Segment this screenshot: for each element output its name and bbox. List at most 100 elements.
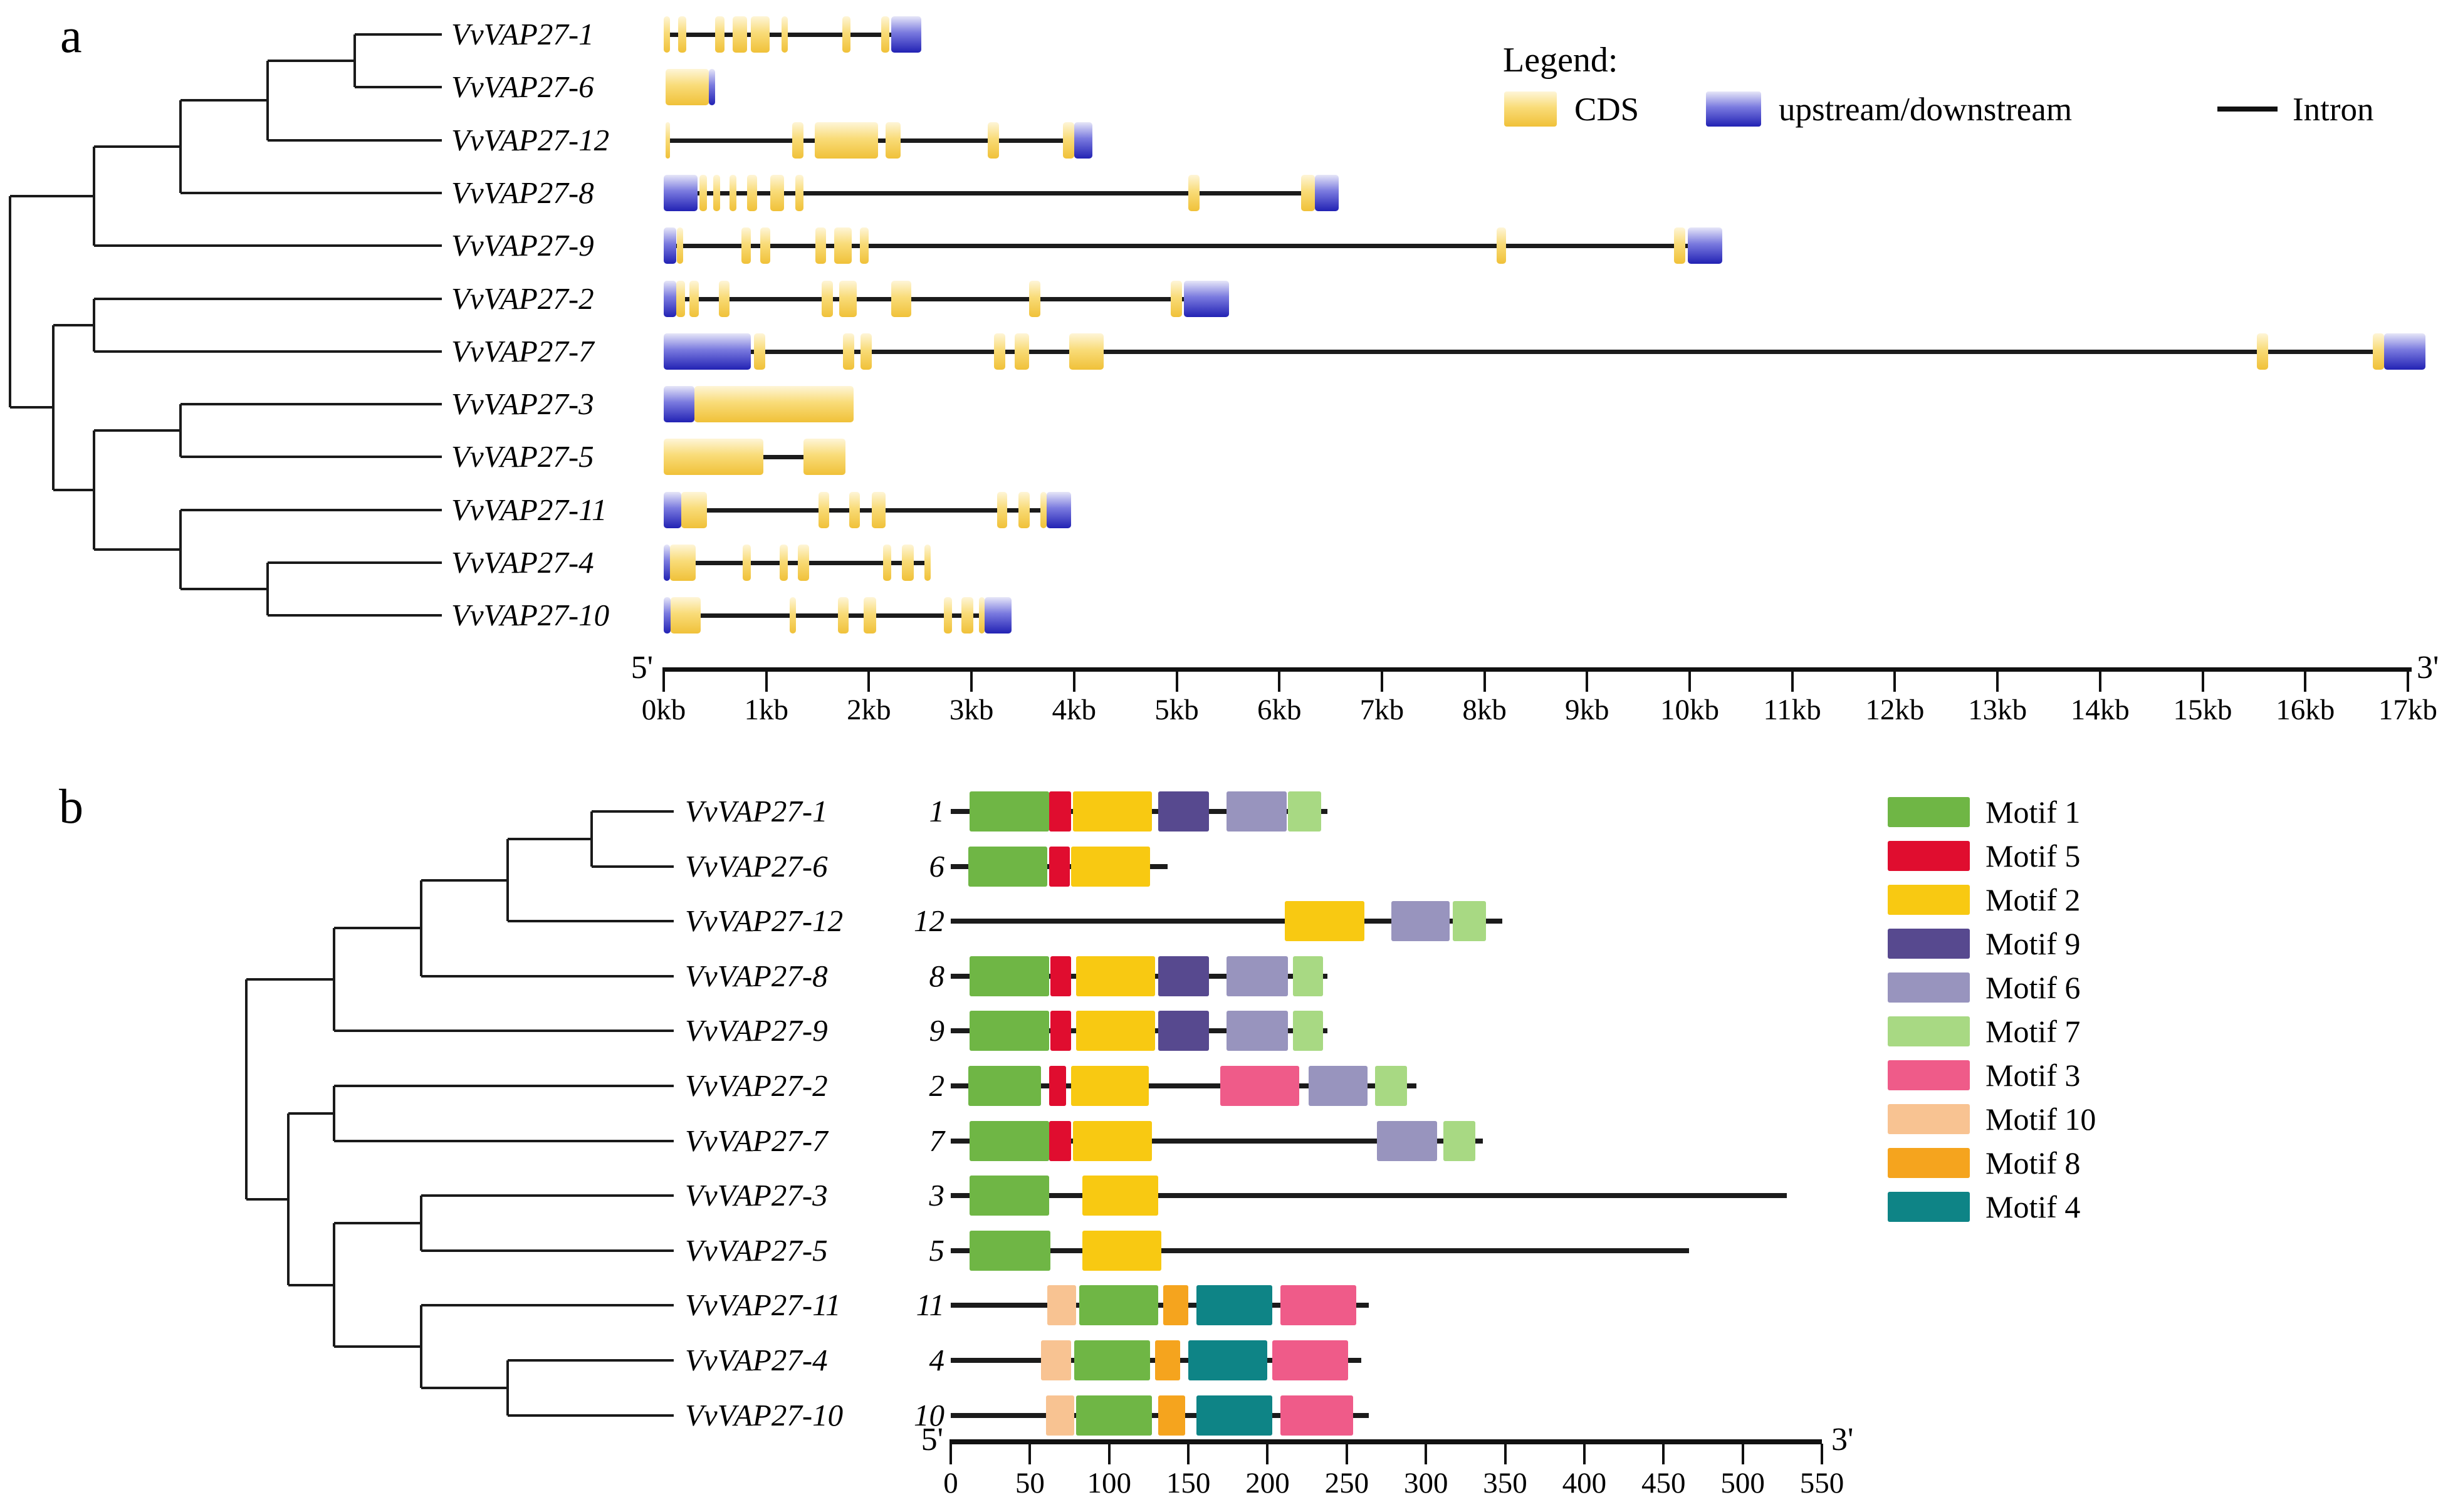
gene-name: VvVAP27-3 (451, 387, 594, 422)
tree-branch (421, 1249, 674, 1252)
axis-tick (867, 671, 871, 692)
cds-exon (2257, 333, 2269, 370)
tree-branch (180, 99, 268, 102)
legend-a-cds-label: CDS (1574, 91, 1640, 128)
protein-name: VvVAP27-12 (685, 904, 844, 939)
tree-branch (334, 1030, 674, 1033)
axis-tick-label: 8kb (1462, 694, 1507, 726)
legend-b-label: Motif 2 (1985, 882, 2081, 917)
cds-exon (770, 174, 784, 211)
motif-7 (1375, 1066, 1407, 1106)
tree-branch (94, 429, 180, 432)
legend-a-title: Legend: (1503, 41, 1618, 80)
intron-line (664, 244, 1723, 249)
motif-swatch-icon (1888, 841, 1970, 871)
legend-b-label: Motif 4 (1985, 1189, 2081, 1224)
motif-1 (970, 791, 1049, 832)
motif-2 (1075, 956, 1156, 996)
cds-swatch-icon (1504, 91, 1557, 127)
updown-region (1315, 174, 1339, 211)
gene-name: VvVAP27-11 (451, 492, 607, 527)
tree-branch (180, 588, 268, 591)
cds-exon (834, 227, 852, 264)
tree-branch (334, 1345, 421, 1348)
axis-tick-label: 300 (1403, 1467, 1448, 1499)
motif-1 (970, 1120, 1049, 1161)
axis-tick (2098, 671, 2101, 692)
protein-backbone (951, 1138, 1483, 1144)
tree-branch (179, 404, 182, 457)
motif-3 (1220, 1066, 1299, 1106)
cds-exon (864, 597, 876, 634)
cds-exon (901, 545, 914, 581)
cds-exon (754, 333, 766, 370)
tree-branch (421, 879, 508, 882)
motif-2 (1285, 901, 1364, 942)
cds-exon (790, 597, 797, 634)
cds-exon (1674, 227, 1686, 264)
axis-tick (970, 671, 973, 692)
updown-region (664, 333, 751, 370)
cds-exon (689, 280, 699, 317)
axis-tick-label: 2kb (847, 694, 891, 726)
intron-line (664, 296, 1229, 301)
gene-name: VvVAP27-5 (451, 439, 594, 474)
axis-tick-label: 150 (1166, 1467, 1211, 1499)
cds-exon (814, 122, 879, 159)
updown-swatch-icon (1706, 91, 1761, 127)
tree-branch (9, 196, 11, 408)
motif-swatch-icon (1888, 1192, 1970, 1222)
tree-branch (288, 1283, 334, 1286)
protein-number: 10 (914, 1397, 944, 1432)
updown-region (891, 16, 921, 53)
gene-name: VvVAP27-9 (451, 228, 594, 263)
protein-number: 12 (914, 904, 944, 939)
tree-branch (245, 979, 248, 1199)
cds-exon (822, 280, 834, 317)
axis-tick (1791, 671, 1794, 692)
axis-tick-label: 200 (1245, 1467, 1290, 1499)
three-prime-label: 3' (2417, 650, 2439, 686)
axis-tick (1741, 1444, 1744, 1464)
axis-tick-label: 3kb (949, 694, 994, 726)
axis-tick (1278, 671, 1281, 692)
intron-line (664, 190, 1339, 196)
motif-1 (970, 1011, 1049, 1051)
intron-line (666, 138, 1093, 143)
motif-3 (1280, 1285, 1356, 1326)
tree-branch (506, 1360, 509, 1416)
motif-8 (1158, 1395, 1186, 1436)
tree-branch (246, 1197, 288, 1201)
tree-branch (506, 838, 509, 922)
axis-tick-label: 11kb (1763, 694, 1821, 726)
protein-number: 5 (929, 1233, 945, 1268)
motif-swatch-icon (1888, 1016, 1970, 1046)
motif-7 (1292, 956, 1323, 996)
protein-number: 4 (929, 1343, 945, 1377)
protein-name: VvVAP27-7 (685, 1123, 828, 1158)
motif-10 (1041, 1340, 1072, 1380)
tree-branch (421, 1304, 674, 1307)
motif-2 (1082, 1230, 1162, 1271)
cds-exon (815, 227, 826, 264)
tree-branch (353, 34, 356, 88)
tree-branch (94, 244, 442, 248)
axis-tick-label: 15kb (2173, 694, 2232, 726)
tree-branch (508, 920, 674, 923)
axis-tick (2201, 671, 2204, 692)
tree-branch (420, 880, 422, 976)
axis-tick (2304, 671, 2307, 692)
tree-branch (355, 33, 442, 36)
axis-tick (1483, 671, 1486, 692)
cds-exon (943, 597, 952, 634)
legend-a-intron-label: Intron (2293, 91, 2374, 128)
cds-exon (839, 280, 857, 317)
axis-line (662, 667, 2412, 672)
axis-tick (1380, 671, 1383, 692)
protein-name: VvVAP27-2 (685, 1068, 828, 1103)
intron-line (664, 561, 931, 565)
tree-branch (10, 406, 53, 409)
axis-tick-label: 12kb (1865, 694, 1925, 726)
